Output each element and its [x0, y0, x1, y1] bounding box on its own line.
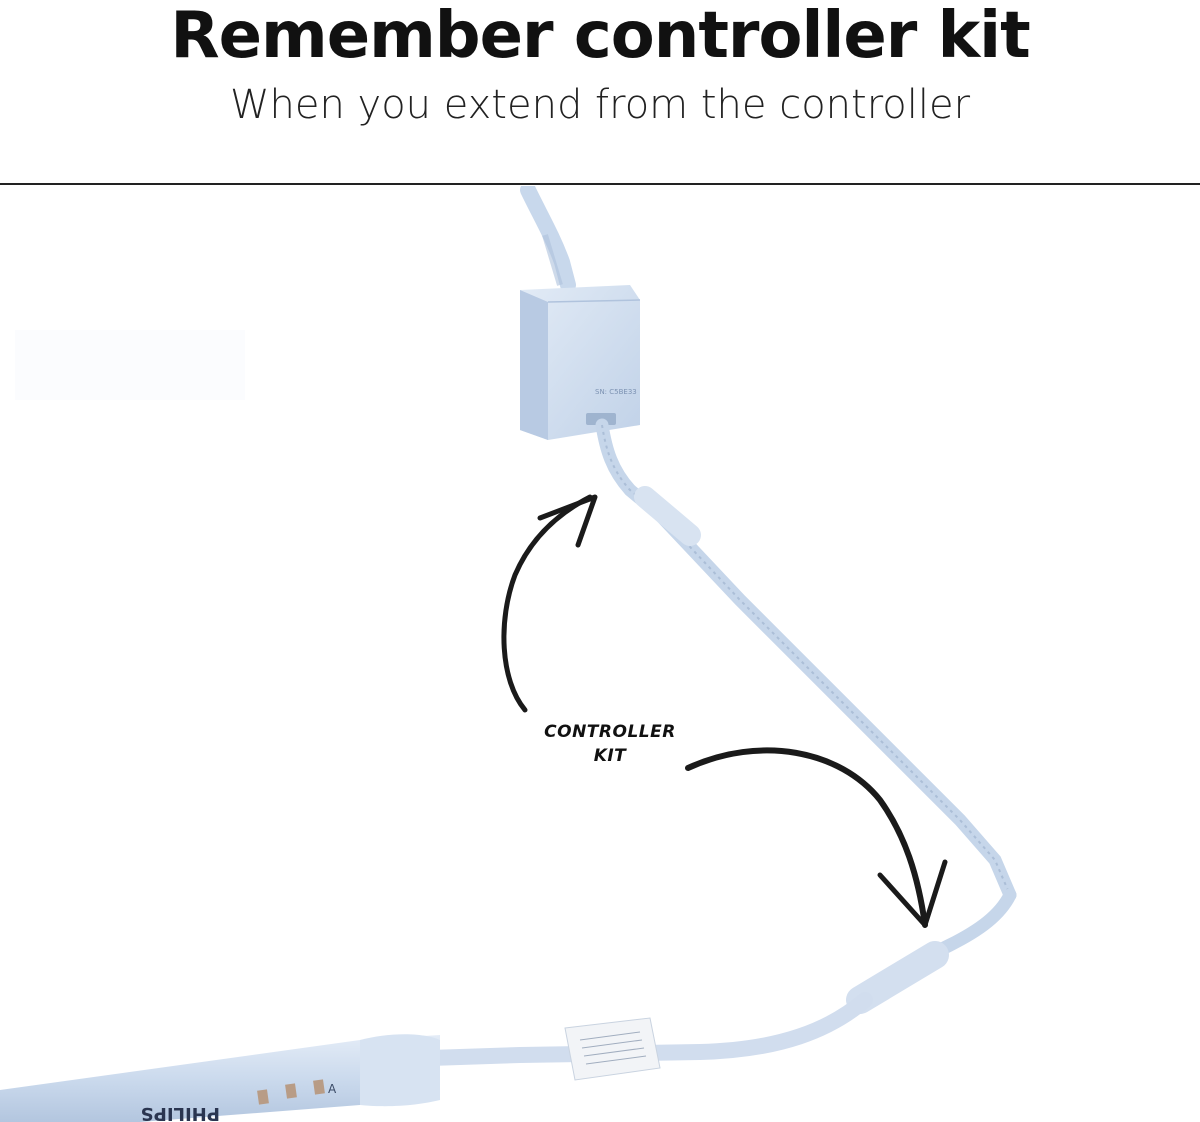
led-strip: PHILIPS A [0, 1034, 440, 1122]
page-subtitle: When you extend from the controller [229, 82, 971, 128]
controller-box: SN: C5BE33 [520, 285, 641, 440]
arrow-to-connector-icon [685, 747, 948, 928]
arrow-to-controller-icon [501, 494, 598, 713]
ribbon-connector-bottom [846, 941, 949, 1014]
page-title: Remember controller kit [170, 0, 1030, 73]
power-cord [520, 186, 576, 293]
ribbon-cable-lower [903, 888, 1017, 972]
controller-serial-label: SN: C5BE33 [595, 388, 637, 396]
annotation-line-2: KIT [593, 746, 627, 766]
strip-lead-cable [422, 992, 873, 1066]
product-photo: SN: C5BE33 PHILIPS A [0, 186, 1017, 1122]
annotation-line-1: CONTROLLER [544, 722, 676, 742]
strip-brand-label: PHILIPS [141, 1103, 220, 1122]
cable-tag [564, 1017, 661, 1081]
background-smudge [15, 330, 245, 400]
ribbon-connector-top [634, 486, 701, 546]
strip-letter-label: A [328, 1082, 337, 1096]
ribbon-cable [595, 418, 1017, 902]
header-divider [0, 183, 1200, 185]
controller-kit-annotation: CONTROLLER KIT [500, 720, 720, 768]
